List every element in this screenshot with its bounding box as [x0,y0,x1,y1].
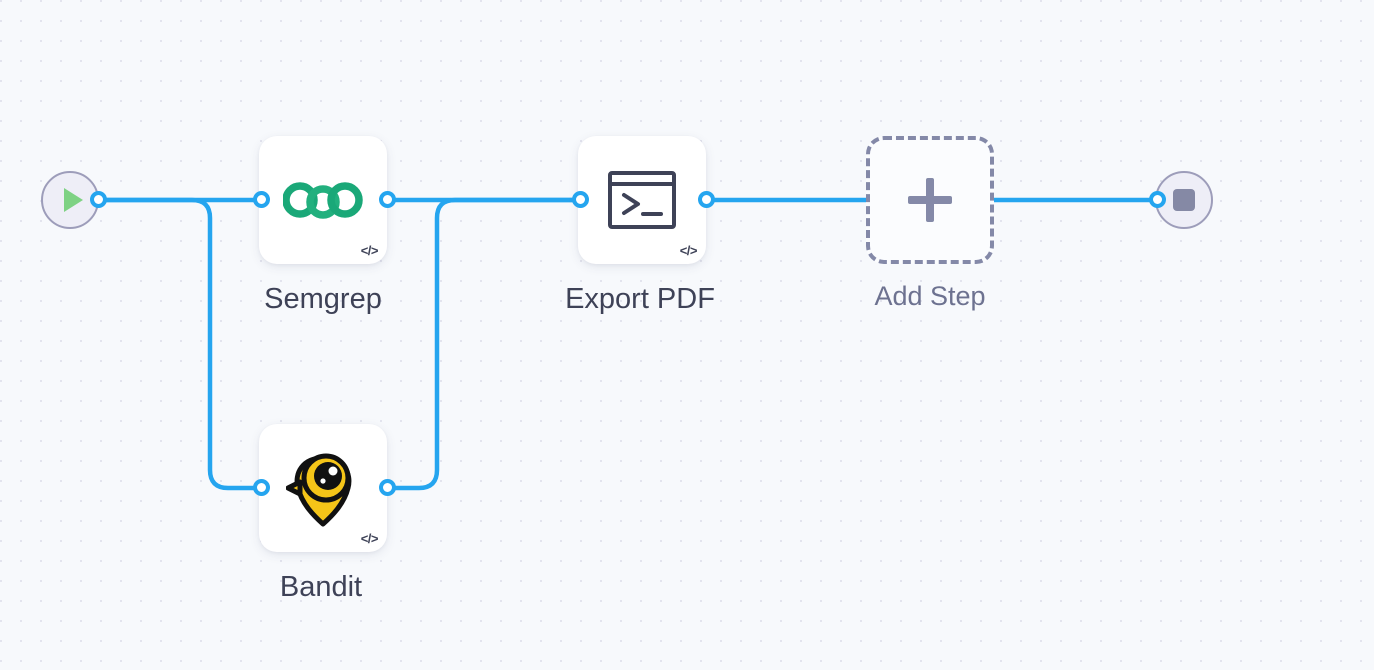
code-badge-icon: </> [360,531,379,546]
end-node-input-port[interactable] [1149,191,1166,208]
stop-icon [1173,189,1195,211]
node-bandit[interactable]: </> [259,424,387,552]
start-node[interactable] [41,171,99,229]
semgrep-logo-icon [283,182,363,219]
code-badge-icon: </> [360,243,379,258]
play-icon [63,188,83,212]
node-export-pdf[interactable]: </> [578,136,706,264]
add-step-button[interactable] [866,136,994,264]
bandit-output-port[interactable] [379,479,396,496]
terminal-icon [608,171,676,229]
node-label-semgrep: Semgrep [264,283,382,315]
node-label-bandit: Bandit [279,571,363,603]
add-step-label: Add Step [874,281,986,311]
start-node-output-port[interactable] [90,191,107,208]
export-pdf-output-port[interactable] [698,191,715,208]
node-semgrep[interactable]: </> [259,136,387,264]
semgrep-input-port[interactable] [253,191,270,208]
plus-icon-vertical [926,178,934,222]
export-pdf-input-port[interactable] [572,191,589,208]
bandit-logo-icon [286,453,352,527]
semgrep-output-port[interactable] [379,191,396,208]
edge-start-to-bandit [96,197,264,491]
end-node[interactable] [1155,171,1213,229]
code-badge-icon: </> [679,243,698,258]
edge-bandit-to-exportpdf [384,197,583,491]
bandit-input-port[interactable] [253,479,270,496]
node-label-export-pdf: Export PDF [565,283,715,315]
